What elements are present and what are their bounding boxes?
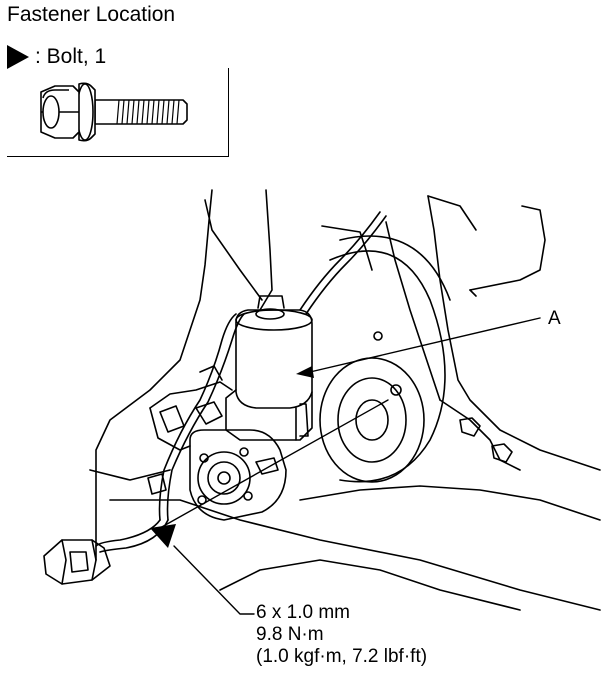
page-title: Fastener Location: [7, 3, 176, 26]
torque-nm-label: 9.8 N·m: [256, 624, 324, 645]
part-label-a: A: [548, 308, 561, 329]
bolt-triangle-icon: [7, 45, 29, 69]
fastener-legend: : Bolt, 1: [7, 44, 106, 70]
bolt-illustration-box: [7, 68, 229, 157]
wire-harness: [158, 313, 237, 521]
flange-bolt-icon: [40, 82, 188, 142]
regulator-drum: [319, 357, 425, 483]
torque-alt-label: (1.0 kgf·m, 7.2 lbf·ft): [256, 646, 428, 667]
wire-connector: [43, 539, 111, 585]
door-panel-edge: [95, 189, 213, 561]
motor-gearbox: [189, 429, 287, 521]
bolt-size-label: 6 x 1.0 mm: [256, 602, 350, 623]
legend-label: : Bolt, 1: [35, 45, 107, 68]
power-window-motor: [235, 309, 313, 409]
bolt-triangle-icon: [150, 524, 176, 548]
